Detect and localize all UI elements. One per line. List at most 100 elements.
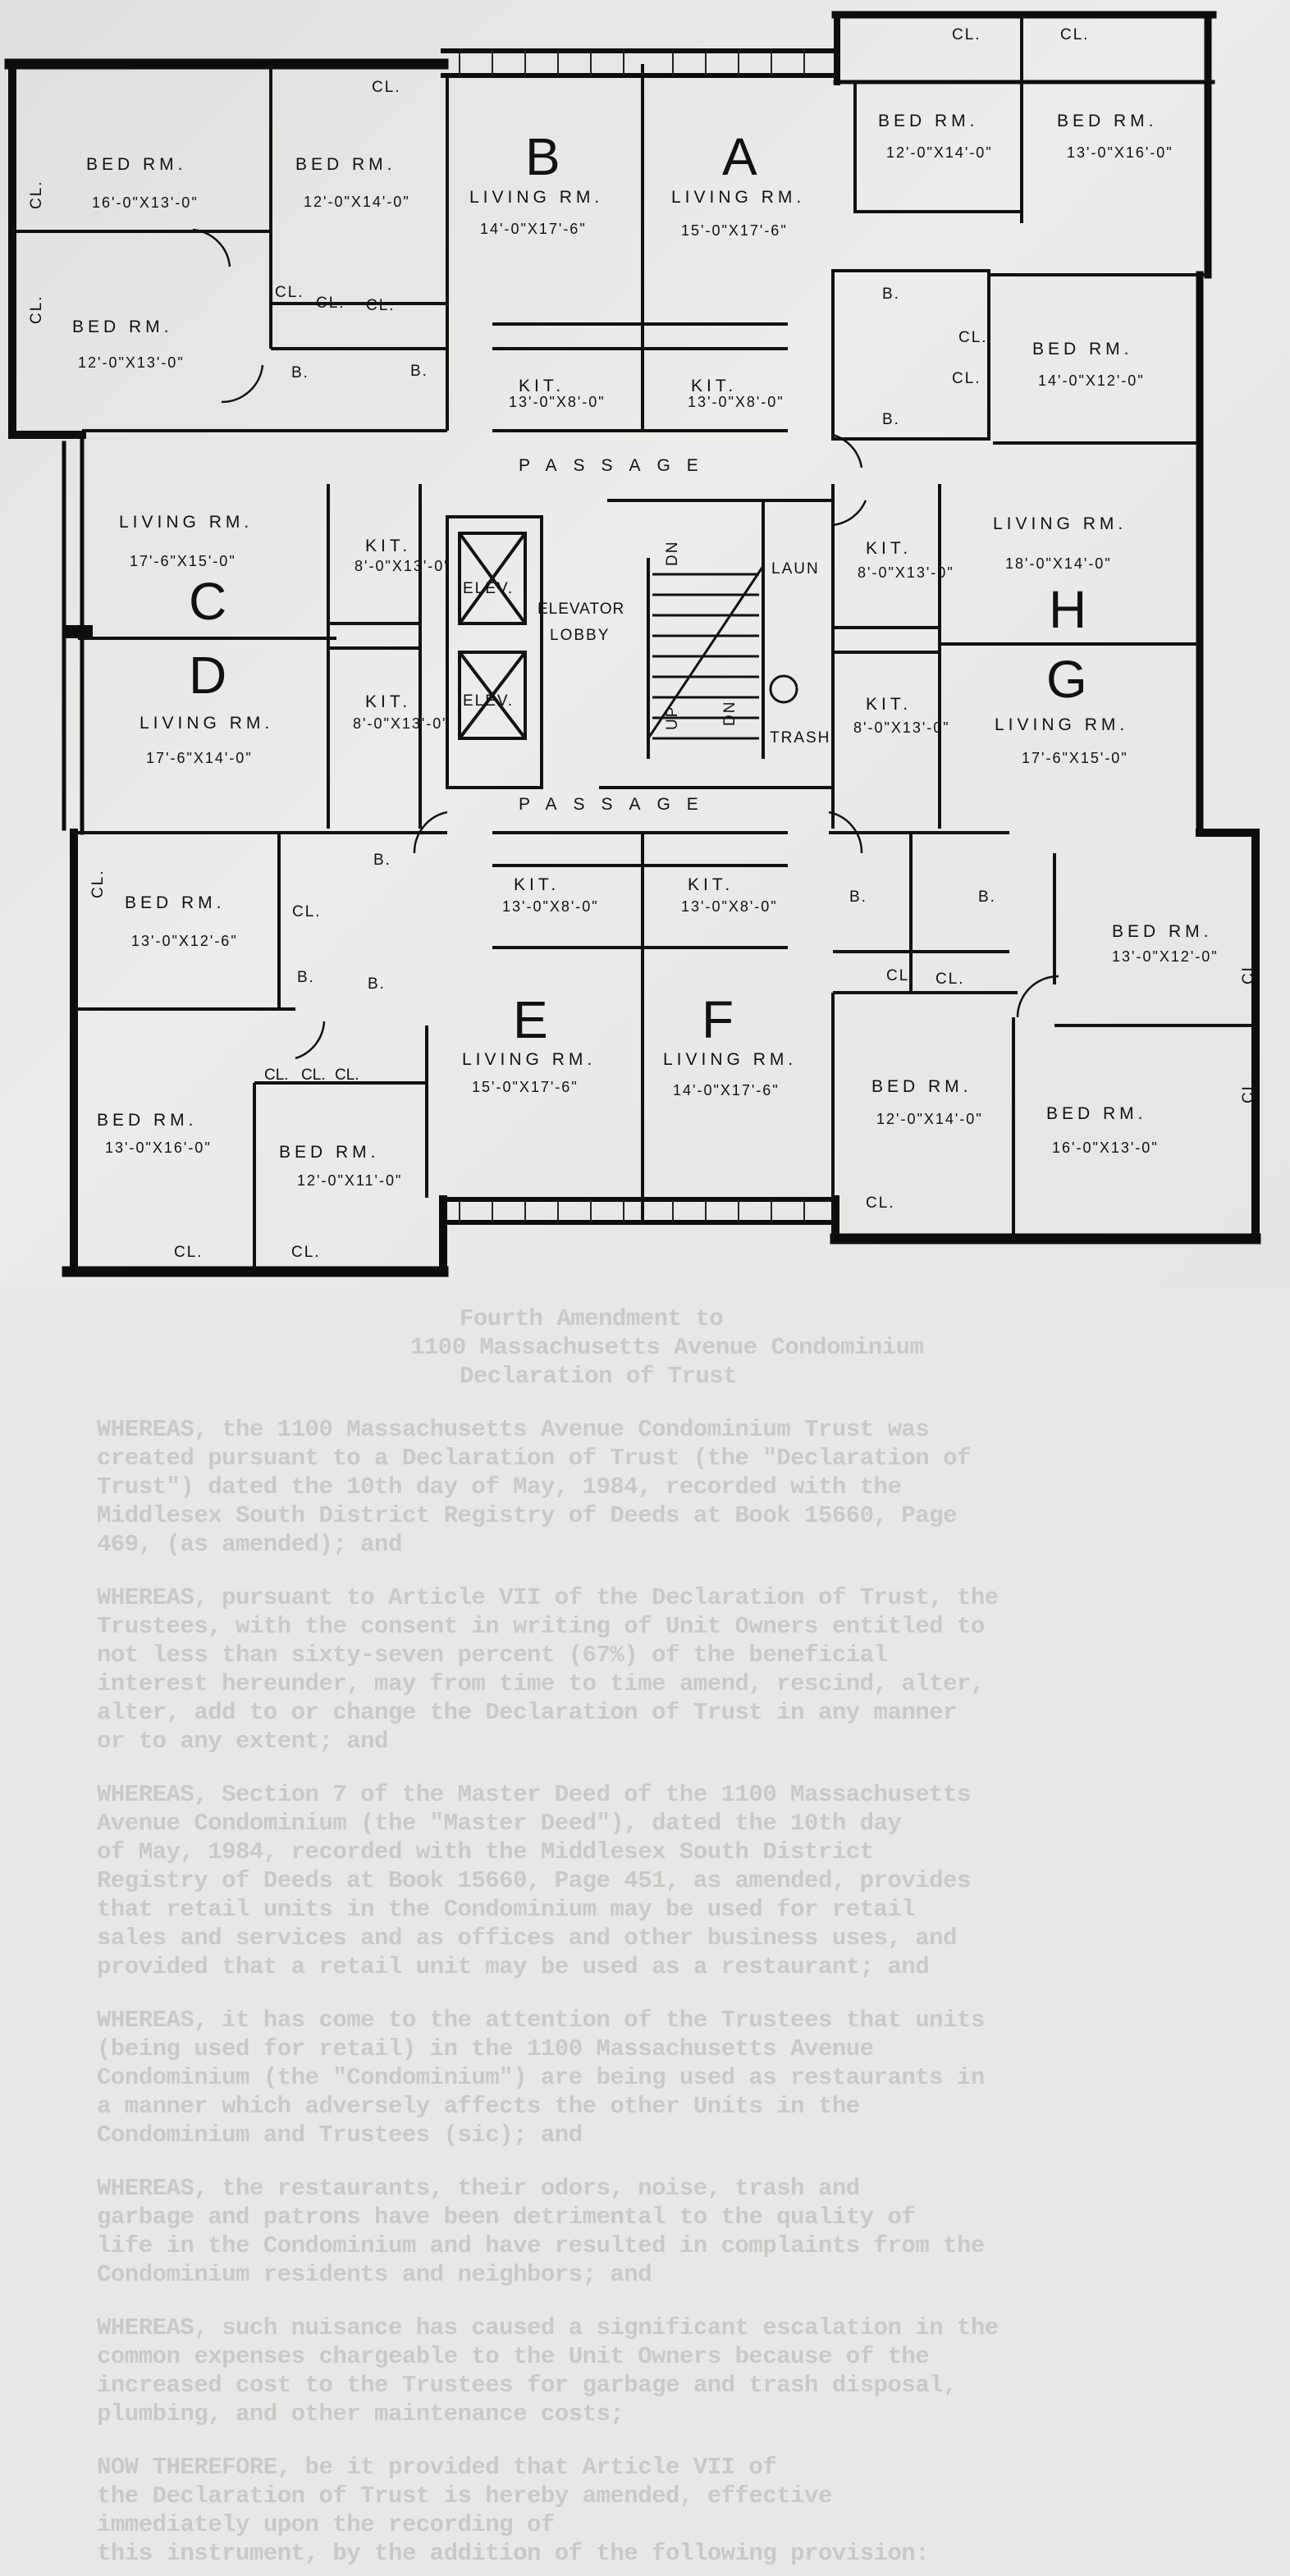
ghost-line: created pursuant to a Declaration of Tru…: [97, 1445, 971, 1472]
ghost-line: 469, (as amended); and: [97, 1531, 402, 1558]
bleed-through-document: Fourth Amendment to 1100 Massachusetts A…: [0, 1304, 1290, 2576]
ghost-line: plumbing, and other maintenance costs;: [97, 2400, 624, 2428]
bath-label: B.: [849, 888, 867, 906]
closet-label: CL.: [335, 1066, 359, 1084]
unit-b-bedroom-dim: 12'-0"X14'-0": [304, 194, 410, 210]
unit-c-living-dim: 17'-6"X15'-0": [130, 553, 236, 569]
unit-b-bedroom-dim: 12'-0"X13'-0": [78, 354, 185, 371]
ghost-line: a manner which adversely affects the oth…: [97, 2093, 860, 2120]
unit-c-letter: C: [189, 572, 226, 631]
ghost-title: Declaration of Trust: [460, 1363, 738, 1390]
unit-f-bedroom-label: BED RM.: [1046, 1104, 1147, 1123]
ghost-line: interest hereunder, may from time to tim…: [97, 1670, 985, 1697]
unit-a-bedroom-label: BED RM.: [1032, 340, 1133, 359]
ghost-line: Condominium and Trustees (sic); and: [97, 2122, 583, 2149]
closet-label: CL.: [1240, 955, 1257, 984]
ghost-line: alter, add to or change the Declaration …: [97, 1699, 957, 1726]
laundry-label: LAUN: [771, 560, 820, 578]
unit-f-bedroom-label: BED RM.: [871, 1077, 972, 1096]
ghost-line: Avenue Condominium (the "Master Deed"), …: [97, 1810, 902, 1837]
ghost-line: WHEREAS, it has come to the attention of…: [97, 2007, 985, 2034]
ghost-line: provided that a retail unit may be used …: [97, 1953, 930, 1980]
unit-b-living-dim: 14'-0"X17'-6": [480, 221, 587, 237]
ghost-line: increased cost to the Trustees for garba…: [97, 2372, 957, 2399]
unit-a-kitchen-label: KIT.: [691, 377, 737, 395]
elevator-label: ELEV.: [463, 580, 514, 597]
ghost-line: WHEREAS, the restaurants, their odors, n…: [97, 2175, 860, 2202]
unit-e-living-label: LIVING RM.: [462, 1050, 596, 1069]
unit-f-kitchen-dim: 13'-0"X8'-0": [681, 898, 778, 915]
closet-label: CL.: [301, 1066, 326, 1084]
stair-down-label: DN: [721, 701, 739, 726]
elevator-label: ELEV.: [463, 692, 514, 710]
ghost-line: garbage and patrons have been detrimenta…: [97, 2204, 916, 2231]
passage-label: PASSAGE: [519, 795, 715, 814]
closet-label: CL.: [372, 79, 401, 96]
unit-b-bedroom-label: BED RM.: [86, 155, 187, 174]
unit-h-kitchen-label: KIT.: [866, 539, 912, 558]
unit-d-living-dim: 17'-6"X14'-0": [146, 750, 253, 766]
unit-f-bedroom-dim: 13'-0"X12'-0": [1112, 948, 1219, 965]
bath-label: B.: [978, 888, 996, 906]
closet-label: CL.: [291, 1244, 321, 1261]
elevator-lobby-label: ELEVATOR: [538, 601, 624, 618]
ghost-line: WHEREAS, such nuisance has caused a sign…: [97, 2314, 999, 2341]
ghost-line: Condominium residents and neighbors; and: [97, 2261, 652, 2288]
closet-label: CL.: [275, 284, 304, 301]
unit-g-kitchen-label: KIT.: [866, 695, 912, 714]
ghost-line: of May, 1984, recorded with the Middlese…: [97, 1838, 874, 1866]
unit-f-bedroom-dim: 12'-0"X14'-0": [876, 1111, 983, 1127]
unit-b-kitchen-label: KIT.: [519, 377, 565, 395]
unit-a-bedroom-label: BED RM.: [878, 112, 979, 130]
bath-label: B.: [368, 975, 386, 993]
unit-g-kitchen-dim: 8'-0"X13'-0": [853, 719, 950, 736]
ghost-line: Registry of Deeds at Book 15660, Page 45…: [97, 1867, 971, 1894]
ghost-line: NOW THEREFORE, be it provided that Artic…: [97, 2454, 777, 2481]
labels: CL. CL. CL. CL. CL. BED RM. 16'-0"X13'-0…: [28, 26, 1257, 1261]
unit-a-bedroom-dim: 14'-0"X12'-0": [1038, 372, 1145, 389]
unit-h-kitchen-dim: 8'-0"X13'-0": [858, 564, 954, 581]
unit-h-letter: H: [1049, 580, 1086, 639]
closet-label: CL.: [1240, 1074, 1257, 1103]
unit-c-kitchen-label: KIT.: [365, 537, 411, 555]
stair: [647, 565, 765, 740]
unit-a-bedroom-label: BED RM.: [1057, 112, 1158, 130]
ghost-line: (being used for retail) in the 1100 Mass…: [97, 2035, 874, 2062]
unit-h-living-dim: 18'-0"X14'-0": [1005, 555, 1112, 572]
unit-g-letter: G: [1046, 650, 1087, 709]
door-swings: [192, 228, 1059, 1060]
unit-b-bedroom-label: BED RM.: [295, 155, 396, 174]
closet-label: CL.: [28, 180, 45, 209]
unit-f-living-label: LIVING RM.: [663, 1050, 797, 1069]
bath-label: B.: [373, 852, 391, 869]
unit-b-letter: B: [525, 127, 560, 186]
closet-label: CL.: [89, 869, 107, 898]
unit-e-bedroom-label: BED RM.: [97, 1111, 198, 1130]
trash-chute-icon: [769, 674, 798, 704]
unit-h-living-label: LIVING RM.: [993, 514, 1127, 533]
unit-a-bedroom-dim: 13'-0"X16'-0": [1067, 144, 1173, 161]
closet-label: CL.: [264, 1066, 289, 1084]
ghost-line: WHEREAS, Section 7 of the Master Deed of…: [97, 1781, 971, 1808]
bath-label: B.: [882, 285, 900, 303]
interior-walls: [12, 15, 1256, 1272]
ghost-title: Fourth Amendment to: [460, 1305, 724, 1332]
ghost-line: WHEREAS, the 1100 Massachusetts Avenue C…: [97, 1416, 930, 1443]
unit-e-bedroom-label: BED RM.: [279, 1143, 380, 1162]
unit-f-bedroom-label: BED RM.: [1112, 922, 1213, 941]
ghost-line: immediately upon the recording of: [97, 2511, 555, 2538]
windows: [459, 51, 805, 1222]
unit-a-living-dim: 15'-0"X17'-6": [681, 222, 788, 239]
stair-down-label: DN: [664, 541, 681, 566]
closet-label: CL.: [292, 903, 322, 920]
unit-g-living-label: LIVING RM.: [995, 715, 1128, 734]
ghost-line: common expenses chargeable to the Unit O…: [97, 2343, 930, 2370]
unit-b-bedroom-dim: 16'-0"X13'-0": [92, 194, 199, 211]
trash-label: TRASH: [770, 729, 830, 747]
unit-a-kitchen-dim: 13'-0"X8'-0": [688, 394, 785, 410]
passage-label: PASSAGE: [519, 456, 715, 475]
closet-label: CL.: [1060, 26, 1090, 43]
unit-c-living-label: LIVING RM.: [119, 513, 253, 532]
unit-f-letter: F: [702, 990, 734, 1049]
bath-label: B.: [882, 411, 900, 428]
